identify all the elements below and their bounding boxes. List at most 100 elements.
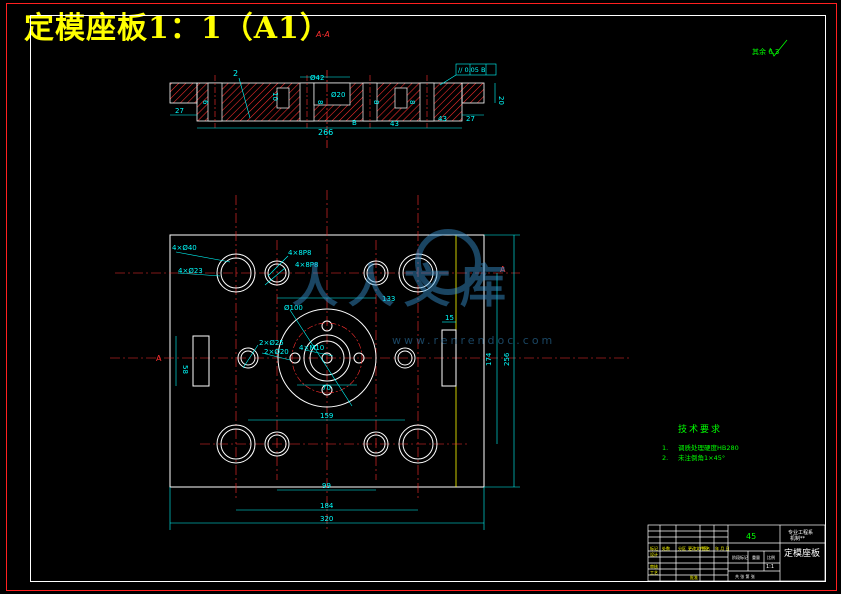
dim-70: 70 xyxy=(322,384,331,392)
dim-w266: 266 xyxy=(318,128,333,137)
dim-chamfer: 2 xyxy=(233,69,238,78)
sheet-outer-border xyxy=(6,3,837,591)
locating-ring-outer xyxy=(277,308,377,408)
screw-hole-inner xyxy=(267,263,287,283)
dim-w27-left: 27 xyxy=(175,107,184,115)
dim-99: 99 xyxy=(322,482,331,490)
pin-hole xyxy=(394,347,416,369)
watermark-url: www.renrendoc.com xyxy=(392,334,555,347)
sprue-bush-inner xyxy=(309,340,345,376)
sheet-inner-border xyxy=(30,15,826,582)
dim-v-mid3: 8 xyxy=(372,100,380,104)
sprue-bush xyxy=(303,334,351,382)
callout-4xm10: 4×M10 xyxy=(299,344,324,352)
slot-left xyxy=(192,335,210,387)
tolerance-frame: // 0.05 B xyxy=(458,66,485,74)
dim-v-right: 8 xyxy=(408,100,416,104)
title-block-row-label: 签名 xyxy=(702,545,710,551)
screw-hole xyxy=(363,431,389,457)
guide-hole xyxy=(216,253,256,293)
screw-hole-inner xyxy=(366,434,386,454)
title-block: 45 定模座板 专业工程系 机制** 1:1 标记 处数 分区 更改文件号 签名… xyxy=(647,524,826,582)
guide-hole xyxy=(398,253,438,293)
section-label: A-A xyxy=(315,30,330,39)
title-block-part-name: 定模座板 xyxy=(784,547,820,559)
sprue-hole xyxy=(321,352,333,364)
dim-174: 174 xyxy=(485,352,493,366)
guide-hole-inner xyxy=(402,257,434,289)
title-block-school-2: 机制** xyxy=(790,535,806,542)
watermark-text: 人人文库 xyxy=(292,259,516,313)
dim-133: 133 xyxy=(382,295,395,303)
dim-184: 184 xyxy=(320,502,334,510)
callout-4x8p8-b: 4×8P8 xyxy=(295,261,318,269)
screw-hole xyxy=(264,431,290,457)
section-hole xyxy=(394,87,408,109)
callout-2xd25: 2×Ø25 xyxy=(259,339,284,347)
dim-d20: Ø20 xyxy=(331,91,345,99)
title-block-row-label: 更改文件号 xyxy=(688,545,708,551)
dim-note-a: B xyxy=(352,119,357,127)
tech-requirements: 技术要求 1. 调质处理硬度HB280 2. 未注倒角1×45° xyxy=(662,423,739,462)
tech-heading: 技术要求 xyxy=(678,423,722,435)
screw-hole-inner xyxy=(267,434,287,454)
m10-hole xyxy=(321,320,333,332)
page-title: 定模座板1：1（A1） xyxy=(24,11,331,46)
title-block-checker: 审核 xyxy=(650,563,658,569)
callout-2xd20: 2×Ø20 xyxy=(264,348,289,356)
screw-hole xyxy=(264,260,290,286)
roughness-note-text: 其余 6.3 xyxy=(752,47,779,56)
dim-v-mid1: 10 xyxy=(271,92,279,101)
guide-hole xyxy=(398,424,438,464)
section-view: 2 Ø42 Ø20 // 0.05 B 266 27 27 20 6 10 8 … xyxy=(169,63,505,150)
section-sprue xyxy=(313,82,351,106)
dim-w27-right: 27 xyxy=(466,115,475,123)
section-left-flange xyxy=(169,82,198,104)
title-block-row-label: 标记 xyxy=(650,545,658,551)
watermark: 人人文库 www.renrendoc.com xyxy=(292,229,555,347)
title-block-row-label: 分区 xyxy=(678,545,686,551)
roughness-symbol xyxy=(769,39,788,57)
section-mark-right: A xyxy=(500,265,506,274)
title-block-scale: 1:1 xyxy=(766,564,774,570)
title-block-weight: 重量 xyxy=(752,554,760,560)
guide-hole-inner xyxy=(220,428,252,460)
title-block-sheet: 共 张 第 张 xyxy=(735,573,755,579)
callout-4x8p8: 4×8P8 xyxy=(288,249,311,257)
callout-d100: Ø100 xyxy=(284,304,303,312)
title-block-process: 工艺 xyxy=(650,570,658,575)
title-block-scale-label: 比例 xyxy=(767,554,775,560)
screw-hole xyxy=(363,260,389,286)
m10-hole xyxy=(289,352,301,364)
roughness-note: 其余 6.3 xyxy=(752,39,788,57)
slot-right xyxy=(441,329,457,387)
bolt-circle xyxy=(291,322,363,394)
pin-hole-inner xyxy=(397,350,413,366)
title-block-material: 45 xyxy=(746,532,756,541)
tech-item-num: 1. xyxy=(662,444,668,452)
dim-v-mid2: 8 xyxy=(316,100,324,104)
title-block-row-label: 年 月 日 xyxy=(715,545,730,551)
section-right-flange xyxy=(461,82,485,104)
section-mark-left: A xyxy=(156,354,162,363)
guide-hole xyxy=(216,424,256,464)
pin-hole-inner xyxy=(240,350,256,366)
dim-h20: 20 xyxy=(497,96,505,105)
callout-4xd23: 4×Ø23 xyxy=(178,267,203,275)
title-block-designer: 设计 xyxy=(650,551,658,557)
guide-hole-inner xyxy=(402,428,434,460)
tech-item-num: 2. xyxy=(662,454,668,462)
screw-hole-inner xyxy=(366,263,386,283)
callout-4xd40: 4×Ø40 xyxy=(172,244,197,252)
dim-15: 15 xyxy=(445,314,454,322)
dim-note-c: 43 xyxy=(438,115,447,123)
m10-hole xyxy=(353,352,365,364)
tech-item-text: 调质处理硬度HB280 xyxy=(678,443,739,452)
dim-58: 58 xyxy=(181,365,189,374)
guide-hole-inner xyxy=(220,257,252,289)
title-block-school-1: 专业工程系 xyxy=(788,529,813,536)
tech-item-text: 未注倒角1×45° xyxy=(678,453,725,462)
dim-d42: Ø42 xyxy=(310,74,324,82)
title-block-row-label: 处数 xyxy=(662,545,670,551)
